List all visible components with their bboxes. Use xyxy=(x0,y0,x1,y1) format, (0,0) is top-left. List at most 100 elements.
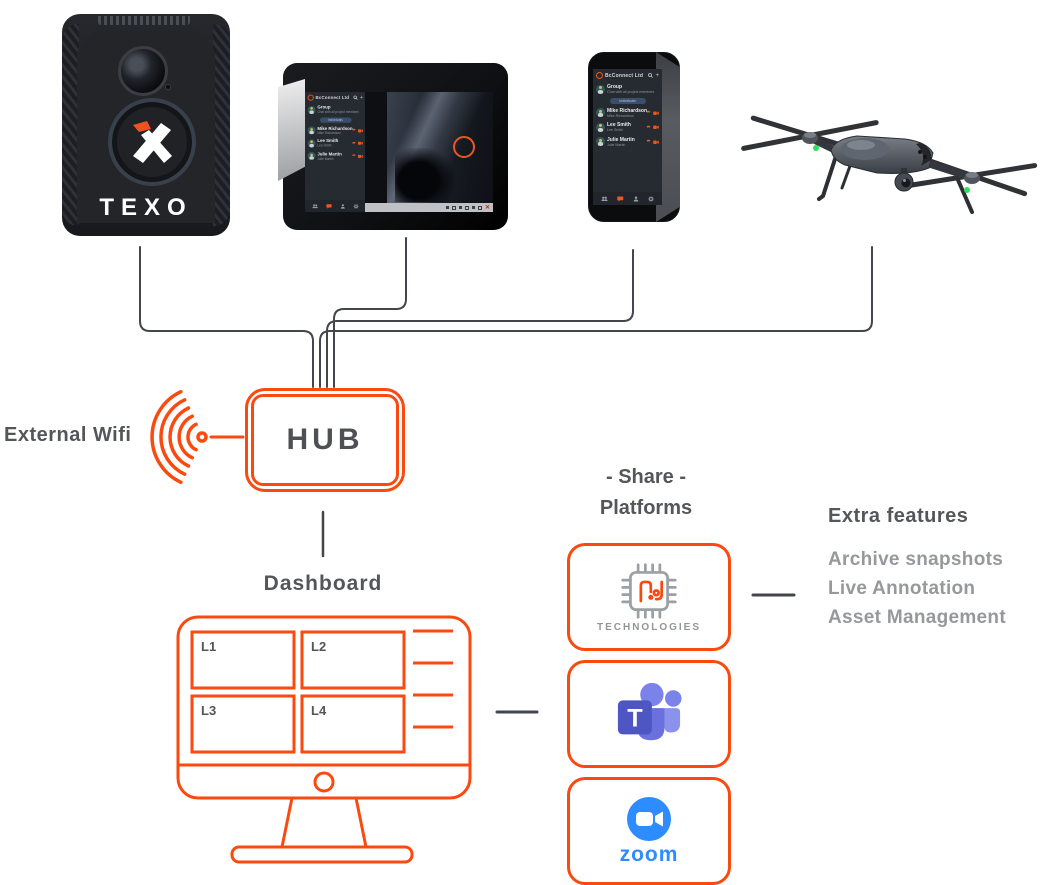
extra-feature-item: Archive snapshots xyxy=(828,549,1004,570)
group-row: Group Chat with all project members xyxy=(305,103,365,116)
tile-label: L3 xyxy=(201,703,216,718)
drone-leg xyxy=(840,164,852,190)
contact-name: Mike Richardson xyxy=(317,125,353,132)
video-call-icon xyxy=(358,141,363,145)
app-bottom-nav xyxy=(305,200,365,212)
hub-node: HUB xyxy=(245,388,405,492)
person-icon xyxy=(633,196,638,201)
monitor-stand xyxy=(280,797,368,848)
body-camera: TEXO xyxy=(62,14,230,236)
phone-call-icon xyxy=(352,141,356,144)
phone-call-icon xyxy=(352,128,356,131)
gimbal-bracket xyxy=(901,168,907,176)
video-tile-1 xyxy=(190,630,296,690)
contact-row: Julie Martin Julie Martin xyxy=(593,135,662,150)
toolbar-icon xyxy=(445,206,449,209)
contact-subtitle: Mike Richardson xyxy=(317,131,341,135)
app-title: BcConnect Ltd xyxy=(605,72,644,79)
camera-top-vent xyxy=(98,16,190,25)
phone-to-hub-line xyxy=(326,249,634,388)
phone-call-icon xyxy=(352,154,356,157)
tablet-edge-highlight xyxy=(278,79,305,181)
camera-grip-left xyxy=(62,24,79,226)
drone-nose xyxy=(916,143,932,166)
contact-avatar xyxy=(596,122,605,132)
video-call-icon xyxy=(653,111,659,115)
tablet-app-ui: BcConnect Ltd + Group Chat with all proj… xyxy=(305,92,365,212)
toolbar-icon xyxy=(458,206,462,209)
contact-avatar xyxy=(307,152,316,160)
app-header: BcConnect Ltd + xyxy=(593,69,662,82)
share-heading-line2: Platforms xyxy=(599,497,693,519)
zoom-icon xyxy=(627,796,671,841)
group-subtitle: Chat with all project members xyxy=(607,90,655,94)
drone-leg xyxy=(817,154,838,201)
camera-mic-dot xyxy=(165,84,171,90)
contact-name: Julie Martin xyxy=(607,136,635,143)
platform-box-teams: T xyxy=(567,660,731,768)
contact-subtitle: Julie Martin xyxy=(317,156,334,161)
contact-name: Julie Martin xyxy=(317,151,342,157)
video-call-icon xyxy=(358,128,363,133)
phone-call-icon xyxy=(646,125,651,128)
tablet-screen: BcConnect Ltd + Group Chat with all proj… xyxy=(305,92,493,212)
drone-sensor xyxy=(918,150,922,154)
contact-row: Mike Richardson Mike Richardson xyxy=(305,124,365,137)
gear-icon xyxy=(647,195,654,202)
platform-box-technologies: TECHNOLOGIES xyxy=(567,543,731,651)
contact-avatar xyxy=(307,139,316,148)
engine-bay-photo xyxy=(387,92,493,212)
ms-teams-icon: T xyxy=(617,682,682,741)
contact-row: Mike Richardson Mike Richardson xyxy=(593,106,662,121)
external-wifi-label: External Wifi xyxy=(4,424,132,446)
person-icon xyxy=(340,203,345,209)
contact-avatar xyxy=(307,126,316,135)
phone-call-icon xyxy=(646,139,651,143)
contact-subtitle: Lee Smith xyxy=(317,143,332,148)
phone-app-ui: BcConnect Ltd + Group Chat with all proj… xyxy=(593,69,662,205)
app-logo-icon xyxy=(596,72,603,79)
tile-label: L2 xyxy=(311,639,326,654)
gimbal-lens xyxy=(901,178,911,188)
led-green xyxy=(813,145,819,151)
zoom-wordmark: zoom xyxy=(619,842,679,866)
camera-grip-right xyxy=(213,24,230,226)
contact-row: Lee Smith Lee Smith xyxy=(593,120,662,135)
group-avatar xyxy=(596,84,605,94)
video-tile-3 xyxy=(190,694,296,754)
tablet-video-area: ✕ xyxy=(365,92,493,212)
app-header: BcConnect Ltd + xyxy=(305,92,365,103)
app-title: BcConnect Ltd xyxy=(315,95,350,101)
camera-lens xyxy=(118,46,168,96)
drone-motor-cap xyxy=(966,172,978,178)
contact-avatar xyxy=(596,108,605,118)
drone-to-hub-line xyxy=(319,246,873,388)
tile-label: L1 xyxy=(201,639,216,654)
add-icon: + xyxy=(655,72,659,79)
group-subtitle: Chat with all project members xyxy=(317,110,359,114)
gimbal-lens-glint xyxy=(903,179,906,182)
chat-icon xyxy=(326,203,332,209)
contact-name: Lee Smith xyxy=(317,138,339,144)
individuals-divider: Individuals xyxy=(319,117,352,123)
contact-row: Lee Smith Lee Smith xyxy=(305,137,365,150)
tablet-app-sidebar: BcConnect Ltd + Group Chat with all proj… xyxy=(305,92,365,212)
contact-avatar xyxy=(596,137,605,147)
extra-features: Extra features Archive snapshots Live An… xyxy=(828,505,1006,632)
toolbar-icon xyxy=(471,206,475,209)
phone-device: BcConnect Ltd + Group Chat with all proj… xyxy=(588,52,680,222)
toolbar-icon xyxy=(464,205,469,210)
contact-subtitle: Julie Martin xyxy=(607,142,626,147)
people-icon xyxy=(601,196,608,201)
monitor-frame xyxy=(176,615,472,800)
extra-features-title: Extra features xyxy=(828,505,969,527)
extra-feature-item: Live Annotation xyxy=(828,578,976,599)
contact-subtitle: Mike Richardson xyxy=(607,113,634,118)
add-icon: + xyxy=(359,95,364,101)
annotation-circle xyxy=(453,136,475,158)
close-icon: ✕ xyxy=(484,204,490,211)
texo-x-logo xyxy=(133,121,172,163)
video-call-icon xyxy=(358,154,363,158)
wifi-icon xyxy=(150,390,208,485)
tablet-to-hub-line xyxy=(333,237,407,388)
